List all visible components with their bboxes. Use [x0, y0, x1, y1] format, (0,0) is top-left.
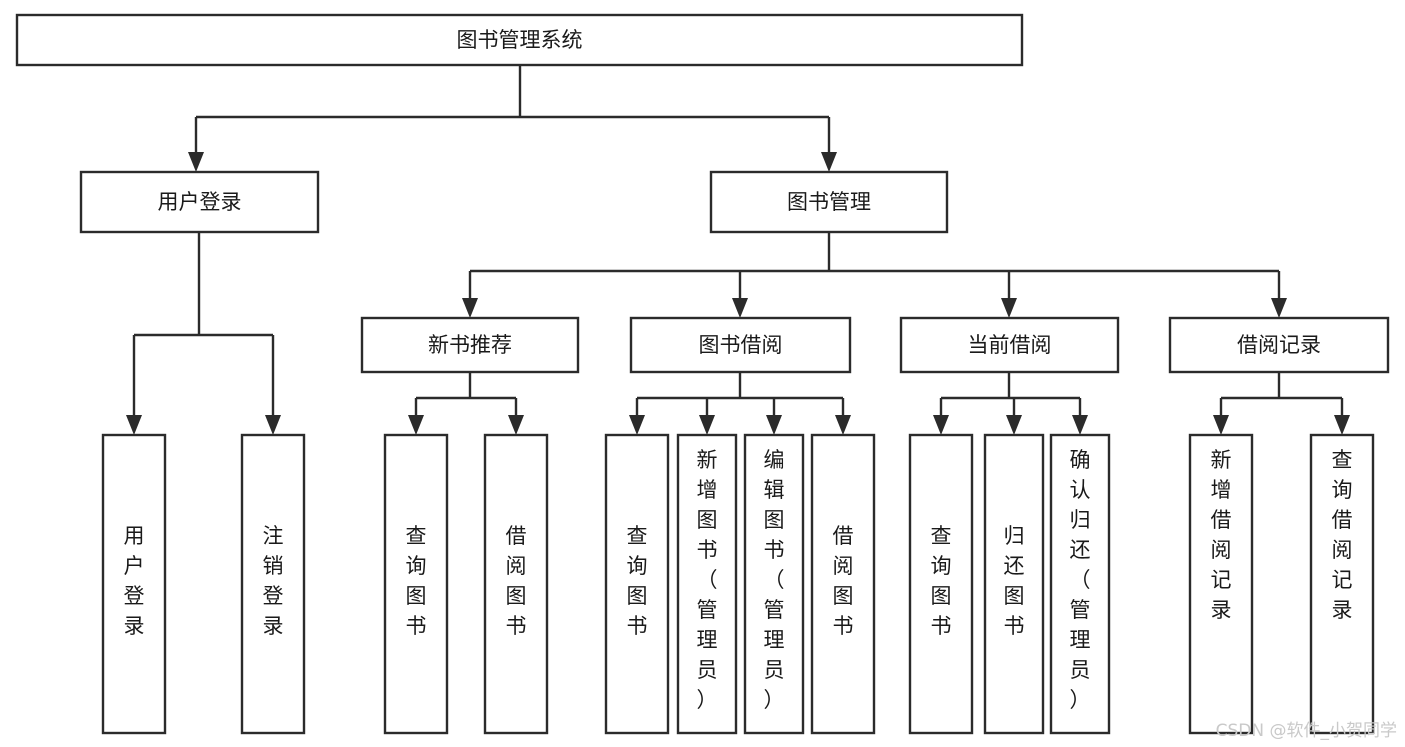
node-leaf-add-book[interactable]: 新增图书（管理员）: [676, 433, 738, 735]
node-box: [79, 170, 320, 234]
node-box: [101, 433, 167, 735]
node-box: [629, 316, 852, 374]
node-label: 当前借阅: [968, 333, 1052, 357]
arrow-head-icon: [126, 415, 142, 435]
arrow-head-icon: [1001, 298, 1017, 318]
arrow-head-icon: [265, 415, 281, 435]
node-box: [383, 433, 449, 735]
node-box: [483, 433, 549, 735]
node-label: 借阅图书: [506, 524, 527, 638]
arrow-head-icon: [629, 415, 645, 435]
node-leaf-borrow-book[interactable]: 借阅图书: [810, 433, 876, 735]
node-label: 用户登录: [124, 524, 145, 638]
node-leaf-query-book-recommend[interactable]: 查询图书: [383, 433, 449, 735]
node-leaf-user-login[interactable]: 用户登录: [101, 433, 167, 735]
node-user-login[interactable]: 用户登录: [79, 170, 320, 234]
node-label: 新增图书（管理员）: [697, 448, 718, 712]
arrow-head-icon: [1072, 415, 1088, 435]
arrow-head-icon: [1006, 415, 1022, 435]
arrow-head-icon: [835, 415, 851, 435]
node-box: [360, 316, 580, 374]
arrow-head-icon: [1271, 298, 1287, 318]
node-label: 图书管理系统: [457, 28, 583, 52]
node-box: [604, 433, 670, 735]
arrow-head-icon: [408, 415, 424, 435]
csdn-watermark: CSDN @软件_小贺同学: [1215, 721, 1397, 741]
node-label: 查询借阅记录: [1332, 448, 1353, 622]
node-layer: 图书管理系统用户登录图书管理新书推荐图书借阅当前借阅借阅记录用户登录注销登录查询…: [15, 13, 1390, 735]
node-label: 用户登录: [158, 190, 242, 214]
node-leaf-query-book-borrow[interactable]: 查询图书: [604, 433, 670, 735]
node-box: [743, 433, 805, 735]
node-leaf-borrow-book-recommend[interactable]: 借阅图书: [483, 433, 549, 735]
node-label: 图书借阅: [699, 333, 783, 357]
node-label: 编辑图书（管理员）: [764, 448, 785, 712]
arrow-head-icon: [1213, 415, 1229, 435]
node-box: [676, 433, 738, 735]
node-label: 借阅记录: [1237, 333, 1321, 357]
node-leaf-add-borrow-record[interactable]: 新增借阅记录: [1188, 433, 1254, 735]
node-box: [1188, 433, 1254, 735]
arrow-head-icon: [821, 152, 837, 172]
node-label: 图书管理: [787, 190, 871, 214]
node-box: [983, 433, 1045, 735]
node-box: [908, 433, 974, 735]
node-label: 确认归还（管理员）: [1070, 448, 1091, 712]
node-box: [810, 433, 876, 735]
node-label: 查询图书: [931, 524, 952, 638]
node-leaf-confirm-return[interactable]: 确认归还（管理员）: [1049, 433, 1111, 735]
node-label: 归还图书: [1004, 524, 1025, 638]
node-leaf-query-borrow-record[interactable]: 查询借阅记录: [1309, 433, 1375, 735]
arrow-head-icon: [699, 415, 715, 435]
node-leaf-return-book[interactable]: 归还图书: [983, 433, 1045, 735]
node-box: [709, 170, 949, 234]
connector-layer: [132, 65, 1344, 415]
node-label: 注销登录: [263, 524, 284, 638]
node-book-manage[interactable]: 图书管理: [709, 170, 949, 234]
node-root[interactable]: 图书管理系统: [15, 13, 1024, 67]
node-box: [1309, 433, 1375, 735]
node-current-borrow[interactable]: 当前借阅: [899, 316, 1120, 374]
arrow-head-layer: [126, 152, 1350, 435]
node-box: [899, 316, 1120, 374]
node-box: [240, 433, 306, 735]
node-book-borrow[interactable]: 图书借阅: [629, 316, 852, 374]
node-leaf-query-book-current[interactable]: 查询图书: [908, 433, 974, 735]
arrow-head-icon: [933, 415, 949, 435]
arrow-head-icon: [462, 298, 478, 318]
node-box: [1049, 433, 1111, 735]
arrow-head-icon: [766, 415, 782, 435]
node-label: 查询图书: [406, 524, 427, 638]
node-leaf-logout[interactable]: 注销登录: [240, 433, 306, 735]
node-label: 查询图书: [627, 524, 648, 638]
node-new-book-recommend[interactable]: 新书推荐: [360, 316, 580, 374]
arrow-head-icon: [188, 152, 204, 172]
node-box: [1168, 316, 1390, 374]
node-label: 借阅图书: [833, 524, 854, 638]
node-leaf-edit-book[interactable]: 编辑图书（管理员）: [743, 433, 805, 735]
arrow-head-icon: [1334, 415, 1350, 435]
arrow-head-icon: [508, 415, 524, 435]
node-box: [15, 13, 1024, 67]
node-label: 新增借阅记录: [1211, 448, 1232, 622]
node-borrow-record[interactable]: 借阅记录: [1168, 316, 1390, 374]
arrow-head-icon: [732, 298, 748, 318]
node-label: 新书推荐: [428, 333, 512, 357]
